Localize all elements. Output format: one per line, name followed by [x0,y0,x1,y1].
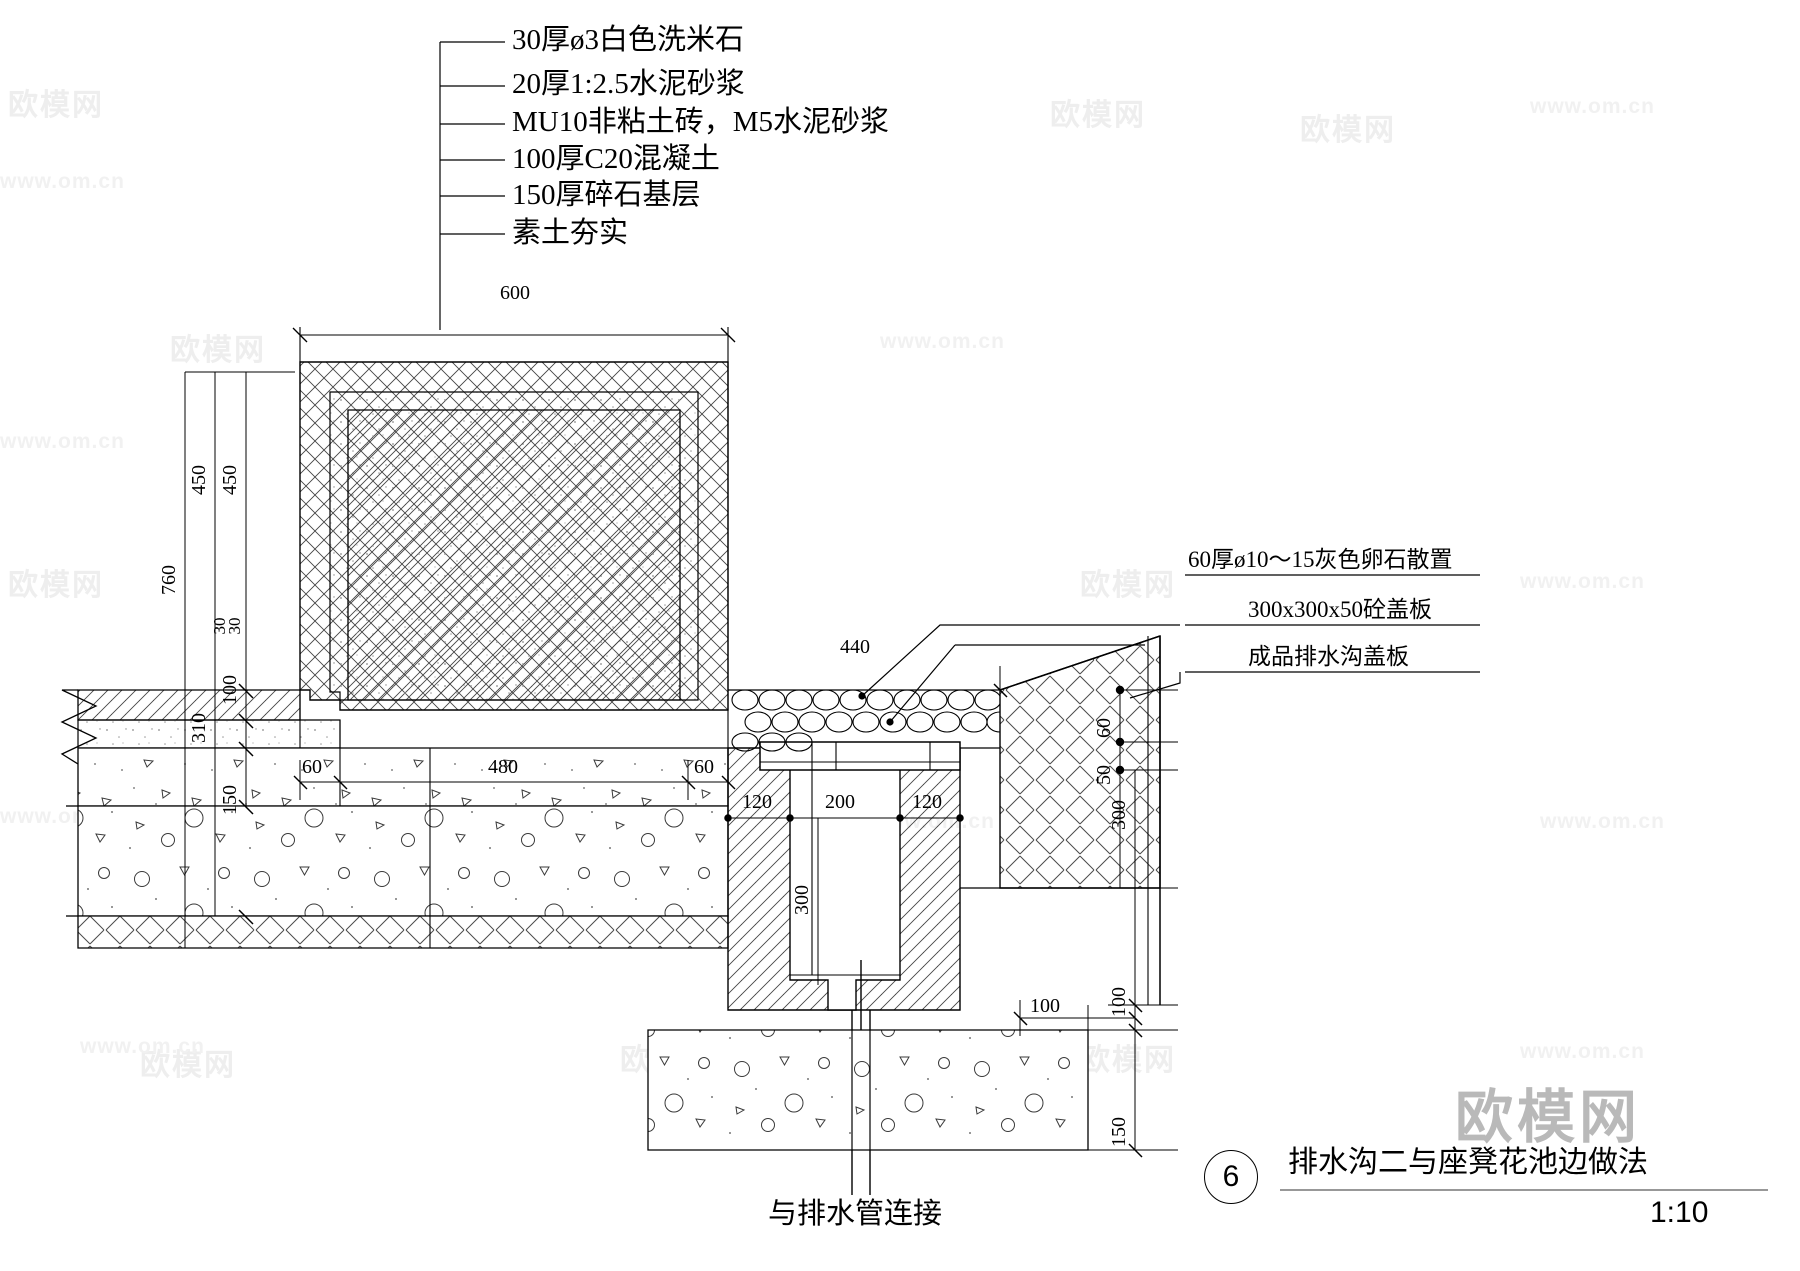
dim-text-440: 440 [840,636,870,658]
dim-channel-horizontal [724,800,964,836]
dim-left-chain [168,371,295,948]
note-cobble: 60厚ø10～15灰色卵石散置 [1188,547,1453,572]
layer-concrete-100 [77,747,729,807]
dim-text-300-channel: 300 [791,885,813,915]
dim-text-480: 480 [488,756,518,778]
note-drain-grate: 成品排水沟盖板 [1248,644,1409,669]
note-cement-mortar: 20厚1:2.5水泥砂浆 [512,68,745,100]
right-note-leaders [858,574,1480,726]
drain-cover-joints [760,742,960,770]
note-compacted-earth: 素土夯实 [512,217,629,249]
pipe-connection-label: 与排水管连接 [768,1198,943,1230]
dim-text-450-outer: 450 [188,465,210,495]
drain-trough-lines [790,760,900,976]
dim-text-450-inner: 450 [219,465,241,495]
note-cover-plate: 300x300x50砼盖板 [1248,597,1432,622]
dim-text-150-right: 150 [1108,1117,1130,1147]
layer-compacted-earth [77,915,729,949]
note-concrete: 100厚C20混凝土 [512,143,720,175]
dim-text-120-right: 120 [912,791,942,813]
dim-text-200: 200 [825,791,855,813]
dim-text-760: 760 [158,565,180,595]
planter-core [347,409,681,701]
dim-text-100-right: 100 [1108,987,1130,1017]
note-brick: MU10非粘土砖，M5水泥砂浆 [512,106,890,138]
dim-text-300-right: 300 [1108,800,1130,830]
dim-bottom-100 [1013,1000,1143,1036]
detail-number-text: 6 [1222,1160,1240,1193]
dim-text-150-left: 150 [219,785,241,815]
note-wash-stone: 30厚ø3白色洗米石 [512,24,745,56]
note-gravel-base: 150厚碎石基层 [512,179,701,211]
dim-text-100: 100 [219,675,241,705]
detail-title: 排水沟二与座凳花池边做法 [1288,1146,1648,1179]
drain-cover-plate [759,741,961,771]
dim-right-chain [1020,685,1178,1158]
dim-text-600: 600 [500,282,530,304]
dim-text-120-left: 120 [742,791,772,813]
dim-text-310: 310 [188,713,210,743]
dim-text-60-right-side: 60 [1093,718,1115,738]
top-leader-lines [439,41,505,330]
layer-crushed-base-150 [77,805,729,917]
dim-440 [728,666,1008,700]
dim-text-60-right: 60 [694,756,714,778]
break-line-left [60,689,98,917]
detail-scale: 1:10 [1650,1196,1709,1229]
dim-text-100-bottom: 100 [1030,995,1060,1017]
right-paver-wedge [999,635,1161,889]
pipe-bedding-slab [647,1029,1089,1151]
dim-text-50: 50 [1093,765,1115,785]
dim-mid-chain [293,760,736,800]
dim-text-30-b: 30 [225,617,244,635]
detail-number-badge: 6 [1204,1150,1258,1204]
geometry-layer [60,41,1768,1195]
dim-text-60-left: 60 [302,756,322,778]
